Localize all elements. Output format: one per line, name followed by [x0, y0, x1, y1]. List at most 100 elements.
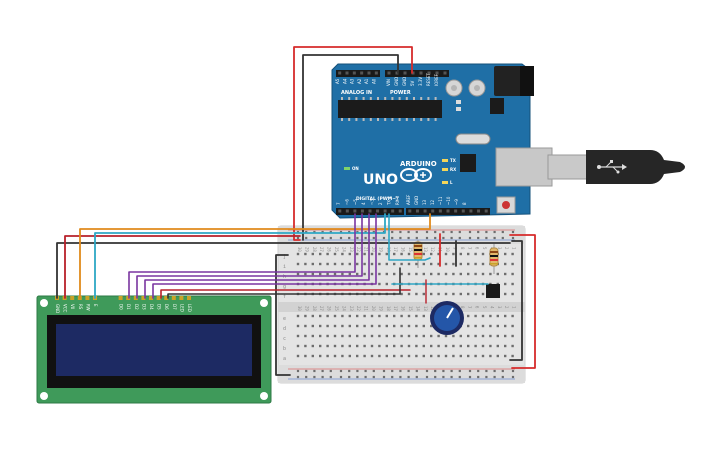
breadboard-hole[interactable] [504, 292, 507, 296]
header-pin[interactable] [427, 71, 431, 75]
breadboard-hole[interactable] [489, 334, 492, 338]
rail-hole[interactable] [382, 375, 386, 379]
breadboard-hole[interactable] [415, 334, 418, 338]
breadboard-hole[interactable] [467, 292, 470, 296]
rail-hole[interactable] [501, 375, 504, 379]
rail-hole[interactable] [425, 230, 429, 234]
breadboard-hole[interactable] [296, 334, 300, 338]
rail-hole[interactable] [493, 369, 496, 373]
breadboard-hole[interactable] [311, 272, 314, 276]
rail-hole[interactable] [372, 230, 375, 234]
breadboard-hole[interactable] [370, 272, 374, 276]
breadboard-hole[interactable] [356, 334, 359, 338]
breadboard-hole[interactable] [385, 344, 388, 348]
rail-hole[interactable] [407, 375, 410, 379]
breadboard-hole[interactable] [511, 314, 514, 318]
header-pin[interactable] [411, 71, 415, 75]
breadboard-hole[interactable] [333, 272, 337, 276]
breadboard-hole[interactable] [378, 314, 381, 318]
breadboard-hole[interactable] [467, 314, 470, 318]
breadboard-hole[interactable] [333, 252, 337, 256]
breadboard-hole[interactable] [341, 314, 344, 318]
header-pin[interactable] [398, 209, 402, 213]
breadboard-hole[interactable] [437, 252, 440, 256]
rail-hole[interactable] [391, 236, 394, 240]
rail-hole[interactable] [425, 369, 429, 373]
rail-hole[interactable] [407, 369, 410, 373]
breadboard-hole[interactable] [393, 272, 396, 276]
breadboard-hole[interactable] [348, 324, 351, 328]
rail-hole[interactable] [356, 375, 359, 379]
rail-hole[interactable] [458, 230, 461, 234]
breadboard-hole[interactable] [341, 272, 344, 276]
breadboard-hole[interactable] [370, 354, 374, 358]
rail-hole[interactable] [372, 236, 375, 240]
rail-hole[interactable] [442, 230, 445, 234]
rail-hole[interactable] [364, 230, 367, 234]
breadboard-hole[interactable] [452, 344, 455, 348]
breadboard-hole[interactable] [378, 262, 381, 266]
header-pin[interactable] [461, 209, 465, 213]
breadboard-hole[interactable] [319, 314, 322, 318]
breadboard-hole[interactable] [415, 272, 418, 276]
breadboard-hole[interactable] [504, 272, 507, 276]
breadboard-hole[interactable] [304, 324, 307, 328]
breadboard-hole[interactable] [511, 354, 514, 358]
breadboard-hole[interactable] [356, 354, 359, 358]
rail-hole[interactable] [493, 236, 496, 240]
rail-hole[interactable] [458, 369, 461, 373]
breadboard-hole[interactable] [437, 272, 440, 276]
breadboard-hole[interactable] [319, 252, 322, 256]
rail-hole[interactable] [364, 236, 367, 240]
breadboard-hole[interactable] [311, 344, 314, 348]
breadboard-hole[interactable] [437, 292, 440, 296]
rail-hole[interactable] [356, 369, 359, 373]
rail-hole[interactable] [477, 236, 480, 240]
breadboard-hole[interactable] [481, 334, 485, 338]
breadboard-hole[interactable] [504, 252, 507, 256]
breadboard-hole[interactable] [333, 314, 337, 318]
rail-hole[interactable] [364, 375, 367, 379]
breadboard-hole[interactable] [370, 262, 374, 266]
header-pin[interactable] [387, 71, 391, 75]
breadboard-hole[interactable] [400, 354, 403, 358]
breadboard-hole[interactable] [407, 292, 411, 296]
breadboard-hole[interactable] [363, 324, 366, 328]
rail-hole[interactable] [458, 236, 461, 240]
rail-hole[interactable] [407, 236, 410, 240]
breadboard-hole[interactable] [481, 252, 485, 256]
header-pin[interactable] [376, 209, 380, 213]
breadboard-hole[interactable] [400, 324, 403, 328]
breadboard-hole[interactable] [474, 344, 477, 348]
breadboard-hole[interactable] [415, 262, 418, 266]
breadboard-hole[interactable] [430, 272, 433, 276]
breadboard-hole[interactable] [326, 324, 329, 328]
header-pin[interactable] [368, 209, 372, 213]
rail-hole[interactable] [356, 236, 359, 240]
breadboard-hole[interactable] [296, 262, 300, 266]
rail-hole[interactable] [425, 375, 429, 379]
breadboard-hole[interactable] [393, 354, 396, 358]
header-pin[interactable] [438, 209, 442, 213]
rail-hole[interactable] [442, 236, 445, 240]
rail-hole[interactable] [511, 230, 515, 234]
rail-hole[interactable] [321, 369, 324, 373]
breadboard-hole[interactable] [311, 252, 314, 256]
breadboard-hole[interactable] [504, 354, 507, 358]
rail-hole[interactable] [305, 369, 308, 373]
rail-hole[interactable] [356, 230, 359, 234]
lcd-pin[interactable] [156, 296, 161, 300]
rail-hole[interactable] [485, 230, 488, 234]
breadboard-hole[interactable] [481, 324, 485, 328]
breadboard-hole[interactable] [511, 334, 514, 338]
header-pin[interactable] [423, 209, 427, 213]
rail-hole[interactable] [477, 230, 480, 234]
breadboard-hole[interactable] [363, 272, 366, 276]
breadboard-hole[interactable] [400, 262, 403, 266]
breadboard-hole[interactable] [348, 344, 351, 348]
breadboard-hole[interactable] [348, 272, 351, 276]
breadboard-hole[interactable] [437, 354, 440, 358]
breadboard-hole[interactable] [407, 262, 411, 266]
breadboard-hole[interactable] [452, 262, 455, 266]
